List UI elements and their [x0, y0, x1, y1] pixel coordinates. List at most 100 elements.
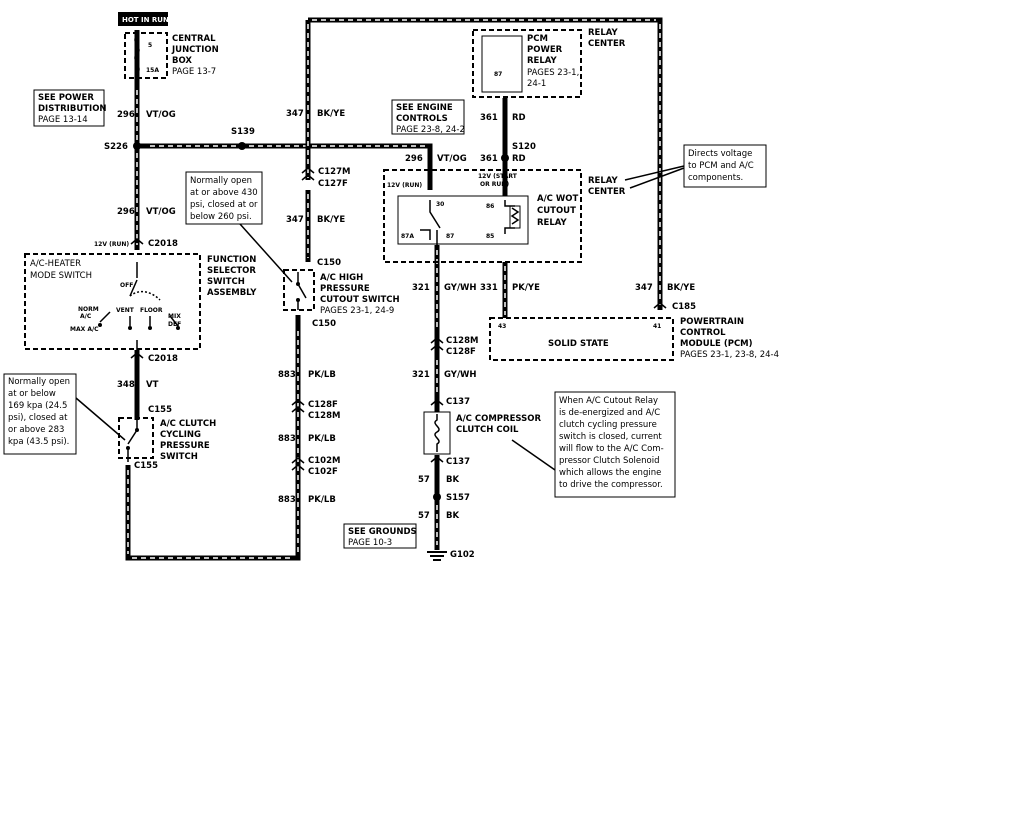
high-pressure-note	[185, 171, 263, 225]
wire-361-bot-color: RD	[512, 154, 526, 164]
cc-note-line-6: kpa (43.5 psi).	[8, 437, 69, 447]
awot-label-1: A/C WOT	[537, 194, 578, 204]
see-grounds-box	[343, 523, 417, 549]
awot-label-3: RELAY	[537, 218, 568, 228]
hp-note-line-2: at or above 430	[190, 188, 258, 198]
directs-voltage-line-1: Directs voltage	[688, 149, 752, 159]
directs-voltage-pointer-2	[629, 167, 685, 189]
relay-center-mid-1: RELAY	[588, 176, 619, 186]
fuse-number: 5	[148, 42, 152, 49]
function-selector-4: ASSEMBLY	[207, 288, 257, 298]
connector-c2018-bot: C2018	[148, 354, 178, 364]
mode-switch-label-1: A/C-HEATER	[30, 259, 81, 269]
start-label-2: OR RUN)	[480, 181, 509, 188]
wire-348-color: VT	[146, 380, 159, 390]
wire-57-bot-num: 57	[418, 511, 430, 521]
see-power-label-1: SEE POWER	[38, 93, 94, 103]
connector-c102m: C102M	[308, 456, 340, 466]
see-engine-box	[391, 99, 465, 135]
see-engine-label-2: CONTROLS	[396, 114, 448, 124]
wires	[125, 17, 663, 561]
function-selector-1: FUNCTION	[207, 255, 256, 265]
pcm-pin-43: 43	[498, 323, 506, 330]
connector-c128m-mid: C128M	[308, 411, 340, 421]
connector-c2018-top: C2018	[148, 239, 178, 249]
cc-note-pointer	[75, 397, 126, 441]
hp-label-1: A/C HIGH	[320, 273, 363, 283]
awot-pin-87a: 87A	[401, 233, 414, 240]
start-label-1: 12V (START	[478, 173, 518, 180]
connector-c128f-mid: C128F	[308, 400, 338, 410]
pcm-solid-state: SOLID STATE	[548, 339, 609, 349]
wire-348-num: 348	[117, 380, 135, 390]
explain-line-7: which allows the engine	[559, 468, 661, 478]
awot-relay-body	[397, 195, 529, 245]
central-junction-label-2: JUNCTION	[171, 45, 219, 55]
relay-center-box	[383, 169, 582, 263]
function-selector-3: SWITCH	[207, 277, 245, 287]
fuse-symbol	[134, 35, 140, 75]
pcm-label-2: CONTROL	[680, 328, 726, 338]
cc-label-4: SWITCH	[160, 452, 198, 462]
relay-center-mid-2: CENTER	[588, 187, 626, 197]
run-label-relay: 12V (RUN)	[387, 182, 422, 189]
central-junction-label-1: CENTRAL	[172, 34, 216, 44]
ground-symbol	[427, 551, 447, 561]
connector-c127f: C127F	[318, 179, 348, 189]
cc-note-line-1: Normally open	[8, 377, 70, 387]
see-engine-label-1: SEE ENGINE	[396, 103, 453, 113]
wire-296-mid-color: VT/OG	[146, 207, 176, 217]
see-grounds-page: PAGE 10-3	[348, 538, 392, 548]
mode-pos-floor: FLOOR	[140, 307, 163, 314]
connector-c155-bot: C155	[134, 461, 158, 471]
wire-296-mid-num: 296	[117, 207, 135, 217]
pcm-pages: PAGES 23-1, 23-8, 24-4	[680, 350, 779, 360]
see-power-label-2: DISTRIBUTION	[38, 104, 107, 114]
splice-s226: S226	[104, 142, 128, 152]
connector-c137-bot: C137	[446, 457, 470, 467]
connector-c127m: C127M	[318, 167, 350, 177]
explain-line-4: switch is closed, current	[559, 432, 662, 442]
wire-57-top-num: 57	[418, 475, 430, 485]
wire-321-top-color: GY/WH	[444, 283, 477, 293]
pcm-relay-label-3: RELAY	[527, 56, 558, 66]
cc-note-line-2: at or below	[8, 389, 56, 399]
mode-pos-off: OFF	[120, 282, 133, 289]
wire-347-mid-color: BK/YE	[317, 215, 345, 225]
pcm-pin-41: 41	[653, 323, 661, 330]
hp-note-line-4: below 260 psi.	[190, 212, 252, 222]
pcm-label-1: POWERTRAIN	[680, 317, 744, 327]
hp-pages: PAGES 23-1, 24-9	[320, 306, 394, 316]
wire-331-num: 331	[480, 283, 498, 293]
mode-switch-label-2: MODE SWITCH	[30, 271, 92, 281]
central-junction-box	[124, 32, 168, 79]
directs-voltage-line-3: components.	[688, 173, 743, 183]
clutch-cycling-note	[3, 373, 77, 455]
cc-note-line-5: or above 283	[8, 425, 64, 435]
wire-321-bot-num: 321	[412, 370, 430, 380]
wire-361-top-color: RD	[512, 113, 526, 123]
wire-361-top-num: 361	[480, 113, 498, 123]
see-grounds-label: SEE GROUNDS	[348, 527, 417, 537]
cc-label-1: A/C CLUTCH	[160, 419, 216, 429]
pcm-relay-body	[481, 35, 523, 93]
cc-switch-box	[118, 417, 154, 459]
central-junction-label-3: BOX	[172, 56, 192, 66]
awot-coil-leads	[504, 200, 515, 234]
connector-c137-top: C137	[446, 397, 470, 407]
wire-883-3-num: 883	[278, 495, 296, 505]
fuse-amperage: 15A	[146, 67, 159, 74]
awot-coil-winding	[510, 207, 520, 225]
connector-c150-top: C150	[317, 258, 341, 268]
connector-c128m-right: C128M	[446, 336, 478, 346]
pcm-relay-pin: 87	[494, 71, 502, 78]
wire-347-top-num: 347	[286, 109, 304, 119]
wire-883-2-num: 883	[278, 434, 296, 444]
mode-pos-ac: A/C	[80, 313, 92, 320]
relay-center-top-2: CENTER	[588, 39, 626, 49]
awot-pin-86: 86	[486, 203, 494, 210]
awot-label-2: CUTOUT	[537, 206, 576, 216]
function-selector-2: SELECTOR	[207, 266, 256, 276]
awot-pin-87: 87	[446, 233, 454, 240]
